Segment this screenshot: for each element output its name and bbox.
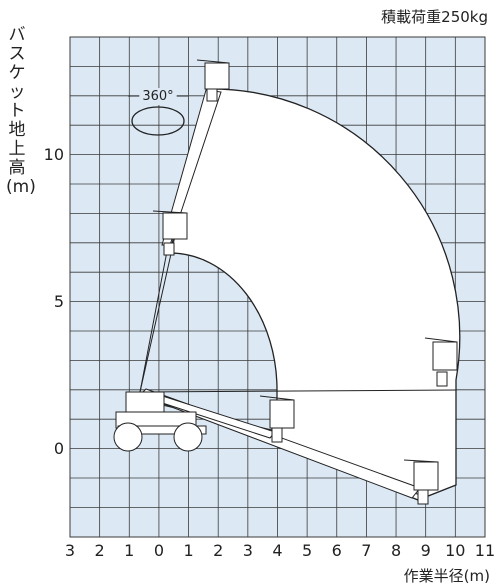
x-tick-label: 3 [243,541,253,560]
x-tick-label: 10 [445,541,465,560]
x-tick-label: 6 [332,541,342,560]
working-envelope [169,88,461,501]
y-axis-label-char: 地 [8,120,26,140]
y-axis-label-char: ス [8,44,26,64]
y-axis-label-char: 高 [8,158,26,178]
y-axis-label-char: ッ [8,82,26,102]
load-capacity-label: 積載荷重250kg [381,8,488,26]
x-tick-label: 8 [391,541,401,560]
rotation-label: 360° [142,89,173,104]
basket-low [259,395,295,443]
wheel-right [173,422,203,452]
y-axis-label-char: 上 [8,139,26,159]
x-tick-label: 1 [124,541,134,560]
x-tick-label: 2 [95,541,105,560]
x-tick-label: 1 [183,541,193,560]
rotation-label-bg [139,88,177,105]
basket-mid [152,210,188,256]
rotation-indicator: 360° [128,88,188,136]
y-tick-label: 0 [54,439,64,458]
aerial-work-platform-drawing [113,59,458,505]
reach-line [139,389,457,393]
basket-top [196,59,230,102]
basket-bottom-right [403,459,439,505]
y-axis-ticks: 0 5 10 [44,145,64,458]
y-tick-label: 5 [54,292,64,311]
y-axis-label-char: ケ [8,63,26,83]
basket-right [424,337,458,387]
reach-line [139,245,169,393]
machine-chassis [113,391,207,452]
x-tick-label: 7 [361,541,371,560]
x-tick-label: 0 [154,541,164,560]
x-tick-label: 11 [475,541,495,560]
wheel-left [113,422,143,452]
x-axis-label: 作業半径(m) [403,567,490,585]
x-tick-label: 5 [302,541,312,560]
x-tick-label: 2 [213,541,223,560]
x-tick-label: 3 [65,541,75,560]
y-tick-label: 10 [44,145,64,164]
x-tick-label: 9 [421,541,431,560]
rotation-ellipse [131,106,185,136]
y-axis-label-char: バ [8,25,26,45]
x-tick-label: 4 [272,541,282,560]
y-axis-label-char: ト [8,101,26,121]
y-axis-label-chars: バスケット地上高 [6,26,28,178]
